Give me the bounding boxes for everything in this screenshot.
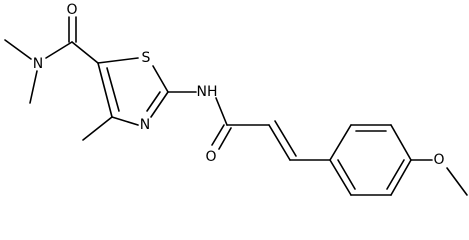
bond-nme-upper [4,39,32,60]
bond-c2-n3-inner [146,91,161,112]
bond-ar-inner-2 [386,159,405,190]
ring-sulfur-label: S [142,50,151,66]
bond-acyl-o-a [211,124,225,146]
bond-ar-1 [329,124,352,161]
methoxy-oxygen-label: O [433,152,444,168]
bond-c4-methyl [82,116,113,141]
bond-nh-acyl [215,97,228,126]
bond-n-carbonyl [45,41,73,59]
bond-vinyl-double-a [268,124,291,161]
bond-ar-4 [390,159,412,196]
carbonyl-oxygen-label: O [66,2,77,18]
acyl-oxygen-label: O [205,149,216,165]
bond-nme-lower [29,70,38,104]
amide-nitrogen-label: N [33,56,43,72]
bond-acyl-o-b [218,127,232,150]
bond-o-methyl [446,167,468,196]
bond-s-c2 [152,65,169,93]
chemical-structure-diagram: O N S N NH O O [4,2,468,196]
bond-ar-inner-3 [337,159,356,190]
bond-ar-3 [390,124,412,161]
bond-ar-6 [329,159,352,196]
ring-nitrogen-label: N [140,117,150,133]
bond-c4-c5-inner [106,67,120,112]
bond-carbonyl-c5 [71,41,99,64]
bond-c2-n3 [150,91,169,118]
bond-layer [4,16,468,196]
bond-n3-c4 [111,116,139,126]
bond-c5-s [97,57,139,64]
bond-vinyl-double-b [274,120,297,157]
atom-labels: O N S N NH O O [33,2,445,168]
linker-nh-label: NH [197,84,218,100]
bond-c4-c5 [97,62,113,118]
